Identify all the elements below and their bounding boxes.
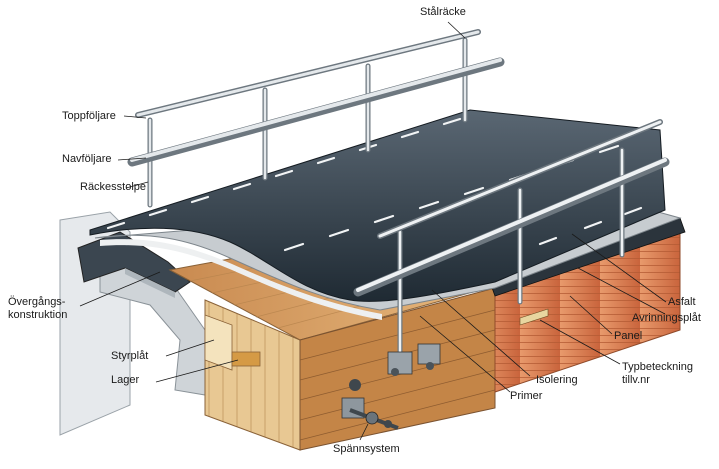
abutment-shelf xyxy=(99,259,206,396)
label-overgangs-line1: Övergångs- xyxy=(8,296,66,308)
transition-construction xyxy=(77,231,191,293)
label-panel: Panel xyxy=(614,330,643,342)
label-asfalt: Asfalt xyxy=(668,296,696,308)
label-styrplat: Styrplåt xyxy=(111,350,149,362)
label-typbeteckning-line1: Typbeteckning xyxy=(622,361,693,373)
label-typbeteckning-line2: tillv.nr xyxy=(622,374,650,386)
label-rackesstolpe: Räckesstolpe xyxy=(80,181,147,193)
label-avrinningsplat: Avrinningsplåt xyxy=(632,312,701,324)
far-railing xyxy=(127,29,505,208)
primer-layer xyxy=(100,239,382,320)
type-plate xyxy=(519,308,549,326)
label-navfoljare: Navföljare xyxy=(62,153,112,165)
label-typbeteckning: Typbeteckning tillv.nr xyxy=(622,361,693,387)
label-lager: Lager xyxy=(111,374,140,386)
label-overgangs-line2: konstruktion xyxy=(8,309,68,321)
near-railing xyxy=(353,119,670,376)
label-toppfoljare: Toppföljare xyxy=(62,110,116,122)
label-stalracke: Stålräcke xyxy=(420,6,466,18)
label-primer: Primer xyxy=(510,390,543,402)
label-isolering: Isolering xyxy=(536,374,578,386)
tension-system xyxy=(341,379,399,430)
leader-lines xyxy=(79,21,667,441)
label-spannsystem: Spännsystem xyxy=(333,443,400,455)
label-overgangskonstruktion: Övergångs- konstruktion xyxy=(8,296,67,322)
bearing xyxy=(231,351,261,367)
